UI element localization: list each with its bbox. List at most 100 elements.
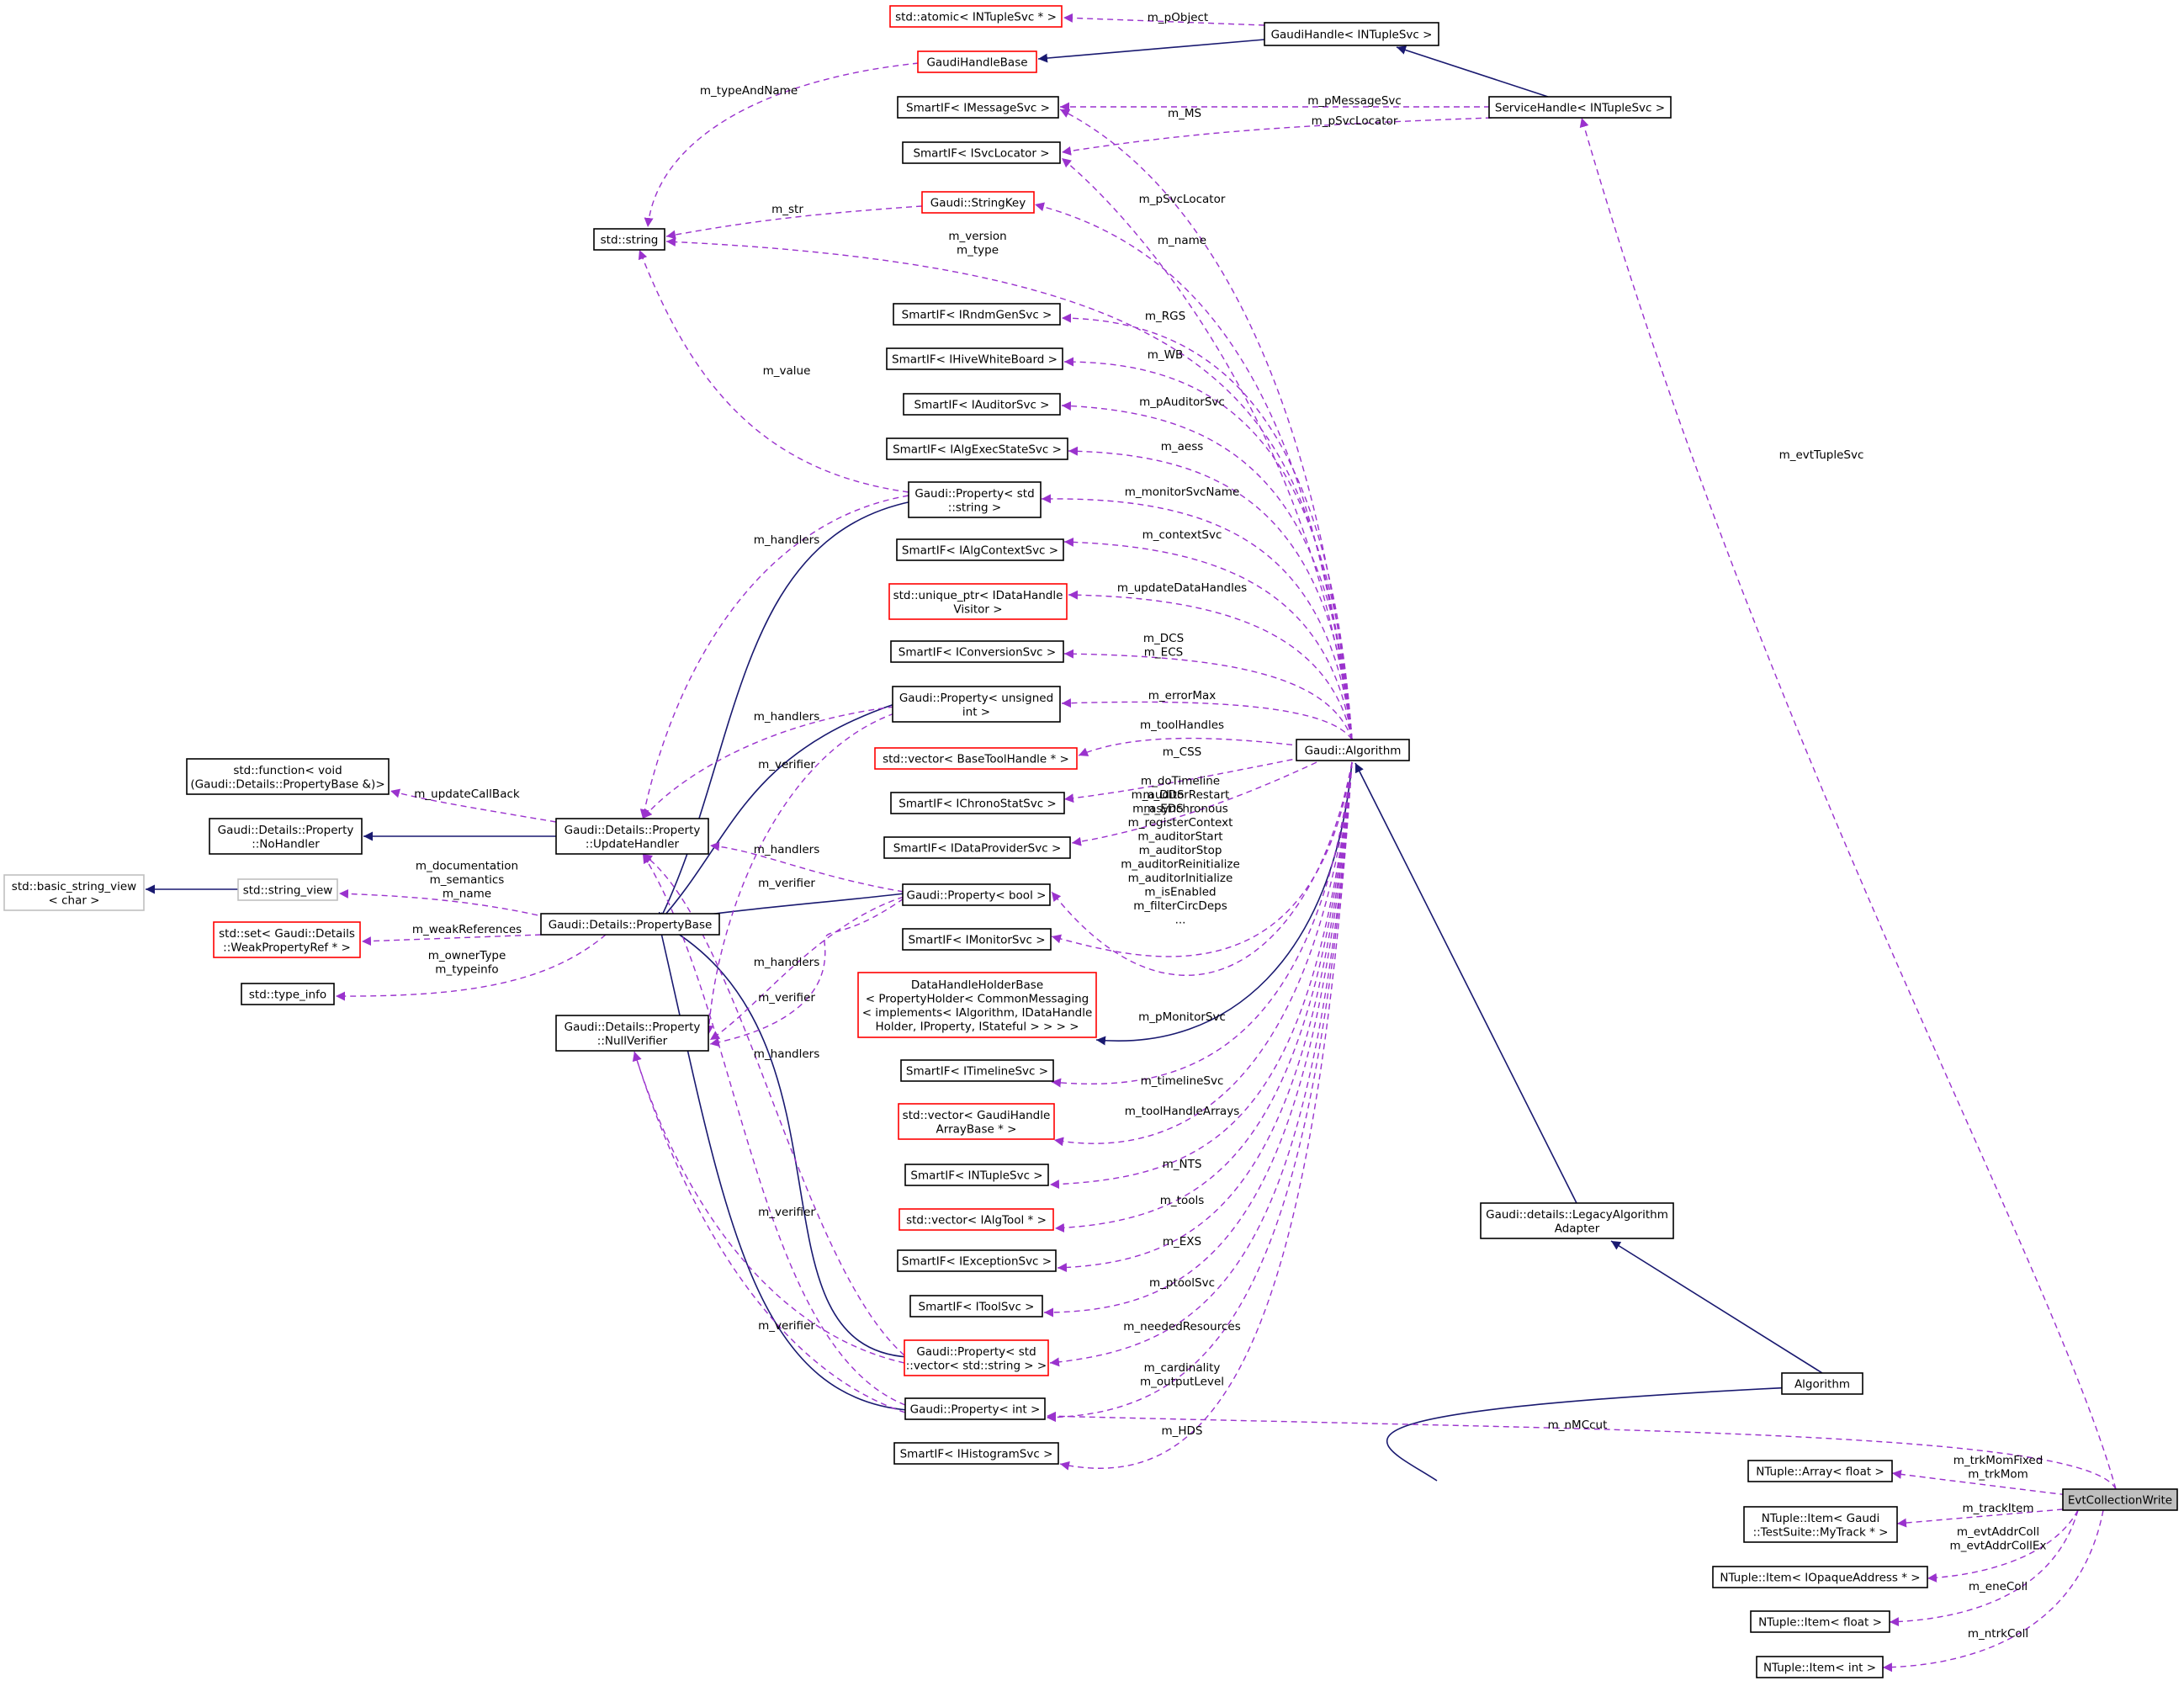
edge-label: m_RGS xyxy=(1145,310,1185,323)
node-box xyxy=(209,818,363,855)
node-string-view[interactable]: std::string_view xyxy=(237,878,338,901)
node-smartif-conv[interactable]: SmartIF< IConversionSvc > xyxy=(890,640,1064,663)
edge-alg-key xyxy=(1034,202,1353,740)
node-box xyxy=(555,1015,709,1052)
node-servicehandle[interactable]: ServiceHandle< INTupleSvc > xyxy=(1488,96,1672,119)
node-prop-bool[interactable]: Gaudi::Property< bool > xyxy=(902,883,1051,906)
node-box xyxy=(593,228,665,251)
node-label: Gaudi::Details::Property::NullVerifier xyxy=(565,1021,701,1048)
node-label: NTuple::Item< IOpaqueAddress * > xyxy=(1720,1572,1920,1585)
edge-algorithm-legacy xyxy=(1610,1240,1823,1374)
node-typeinfo[interactable]: std::type_info xyxy=(241,983,335,1005)
node-updatehandler[interactable]: Gaudi::Details::Property::UpdateHandler xyxy=(555,818,709,855)
edge-pbool-nv xyxy=(709,896,904,1041)
node-label: SmartIF< ISvcLocator > xyxy=(913,147,1049,161)
node-stdstring[interactable]: std::string xyxy=(593,228,665,251)
edge-ghb-str xyxy=(644,62,920,228)
node-prop-vecstr[interactable]: Gaudi::Property< std::vector< std::strin… xyxy=(904,1339,1049,1376)
node-smartif-tool[interactable]: SmartIF< IToolSvc > xyxy=(909,1295,1043,1318)
node-smartif-msg[interactable]: SmartIF< IMessageSvc > xyxy=(897,96,1059,119)
edge-label: m_monitorSvcName xyxy=(1125,485,1240,499)
node-smartif-algctx[interactable]: SmartIF< IAlgContextSvc > xyxy=(896,538,1064,561)
node-label: std::atomic< INTupleSvc * > xyxy=(895,11,1057,24)
node-vec-algtool[interactable]: std::vector< IAlgTool * > xyxy=(899,1208,1054,1231)
edge-label: m_timelineSvc xyxy=(1141,1074,1224,1088)
node-smartif-ntuple[interactable]: SmartIF< INTupleSvc > xyxy=(904,1164,1049,1186)
node-box xyxy=(903,393,1061,416)
node-smartif-chrono[interactable]: SmartIF< IChronoStatSvc > xyxy=(890,792,1065,814)
node-nt-item-int[interactable]: NTuple::Item< int > xyxy=(1756,1656,1884,1678)
node-box xyxy=(1756,1656,1884,1678)
edge-label: m_name xyxy=(1158,234,1206,247)
edge-label: m_handlers xyxy=(754,956,820,969)
node-label: DataHandleHolderBase< PropertyHolder< Co… xyxy=(862,978,1093,1034)
node-smartif-dataprov[interactable]: SmartIF< IDataProviderSvc > xyxy=(883,836,1071,859)
edge-label: m_updateDataHandles xyxy=(1117,581,1247,595)
node-smartif-svcloc[interactable]: SmartIF< ISvcLocator > xyxy=(902,141,1061,164)
node-box xyxy=(1712,1566,1928,1588)
node-smartif-aud[interactable]: SmartIF< IAuditorSvc > xyxy=(903,393,1061,416)
node-stringkey[interactable]: Gaudi::StringKey xyxy=(921,191,1035,214)
node-basic-sv[interactable]: std::basic_string_view< char > xyxy=(3,874,145,911)
node-smartif-exc[interactable]: SmartIF< IExceptionSvc > xyxy=(897,1249,1057,1272)
edge-alg-chrono xyxy=(1063,755,1313,803)
edge-label: m_contextSvc xyxy=(1142,528,1222,542)
node-box xyxy=(892,686,1061,723)
node-smartif-algexec[interactable]: SmartIF< IAlgExecStateSvc > xyxy=(886,437,1068,460)
node-prop-int[interactable]: Gaudi::Property< int > xyxy=(904,1397,1046,1420)
node-label: std::set< Gaudi::Details::WeakPropertyRe… xyxy=(219,927,355,955)
node-dhhb[interactable]: DataHandleHolderBase< PropertyHolder< Co… xyxy=(857,972,1097,1038)
edge-alg-rndm xyxy=(1061,313,1353,740)
node-prop-string[interactable]: Gaudi::Property< std::string > xyxy=(908,481,1042,518)
node-box xyxy=(1488,96,1672,119)
node-smartif-hist[interactable]: SmartIF< IHistogramSvc > xyxy=(893,1442,1059,1465)
node-algorithm-g[interactable]: Gaudi::Algorithm xyxy=(1296,739,1410,761)
edge-label: m_toolHandles xyxy=(1140,718,1224,732)
node-atomic[interactable]: std::atomic< INTupleSvc * > xyxy=(889,5,1063,28)
edge-label: m_pMonitorSvc xyxy=(1138,1010,1226,1024)
edge-alg-hive xyxy=(1063,357,1353,740)
node-gaudihandle[interactable]: GaudiHandle< INTupleSvc > xyxy=(1264,22,1439,46)
node-label: ServiceHandle< INTupleSvc > xyxy=(1495,102,1665,115)
node-box xyxy=(3,874,145,911)
node-nullverifier[interactable]: Gaudi::Details::Property::NullVerifier xyxy=(555,1015,709,1052)
edge-alg-vbt xyxy=(1078,737,1313,756)
node-box xyxy=(909,1295,1043,1318)
node-box xyxy=(186,758,390,795)
node-smartif-mon[interactable]: SmartIF< IMonitorSvc > xyxy=(902,928,1052,951)
node-nt-item-track[interactable]: NTuple::Item< Gaudi::TestSuite::MyTrack … xyxy=(1743,1506,1898,1543)
node-nohandler[interactable]: Gaudi::Details::Property::NoHandler xyxy=(209,818,363,855)
node-smartif-rndm[interactable]: SmartIF< IRndmGenSvc > xyxy=(893,303,1061,326)
edge-label: m_str xyxy=(771,203,803,216)
node-vec-basetool[interactable]: std::vector< BaseToolHandle * > xyxy=(874,747,1078,770)
node-box xyxy=(1750,1610,1890,1633)
edge-label: m_pAuditorSvc xyxy=(1139,395,1225,409)
node-stdset[interactable]: std::set< Gaudi::Details::WeakPropertyRe… xyxy=(213,921,361,958)
node-smartif-timeline[interactable]: SmartIF< ITimelineSvc > xyxy=(900,1059,1054,1082)
node-smartif-hive[interactable]: SmartIF< IHiveWhiteBoard > xyxy=(886,347,1063,370)
node-nt-array[interactable]: NTuple::Array< float > xyxy=(1747,1460,1893,1482)
node-label: Gaudi::Property< int > xyxy=(910,1403,1041,1417)
edge-label: m_evtTupleSvc xyxy=(1779,448,1864,462)
node-evt[interactable]: EvtCollectionWrite xyxy=(2062,1488,2178,1511)
node-gaudihandlebase[interactable]: GaudiHandleBase xyxy=(917,50,1037,73)
node-stdfunction[interactable]: std::function< void(Gaudi::Details::Prop… xyxy=(186,758,390,795)
edge-alg-str xyxy=(665,237,1353,740)
node-box xyxy=(921,191,1035,214)
edge-label: m_NTS xyxy=(1163,1158,1202,1171)
node-algorithm[interactable]: Algorithm xyxy=(1781,1372,1863,1395)
edge-sh-svcloc xyxy=(1061,117,1492,156)
node-box xyxy=(900,1059,1054,1082)
node-box xyxy=(1747,1460,1893,1482)
node-propertybase[interactable]: Gaudi::Details::PropertyBase xyxy=(540,913,720,936)
node-box xyxy=(1743,1506,1898,1543)
node-nt-item-float[interactable]: NTuple::Item< float > xyxy=(1750,1610,1890,1633)
node-nt-item-opaque[interactable]: NTuple::Item< IOpaqueAddress * > xyxy=(1712,1566,1928,1588)
